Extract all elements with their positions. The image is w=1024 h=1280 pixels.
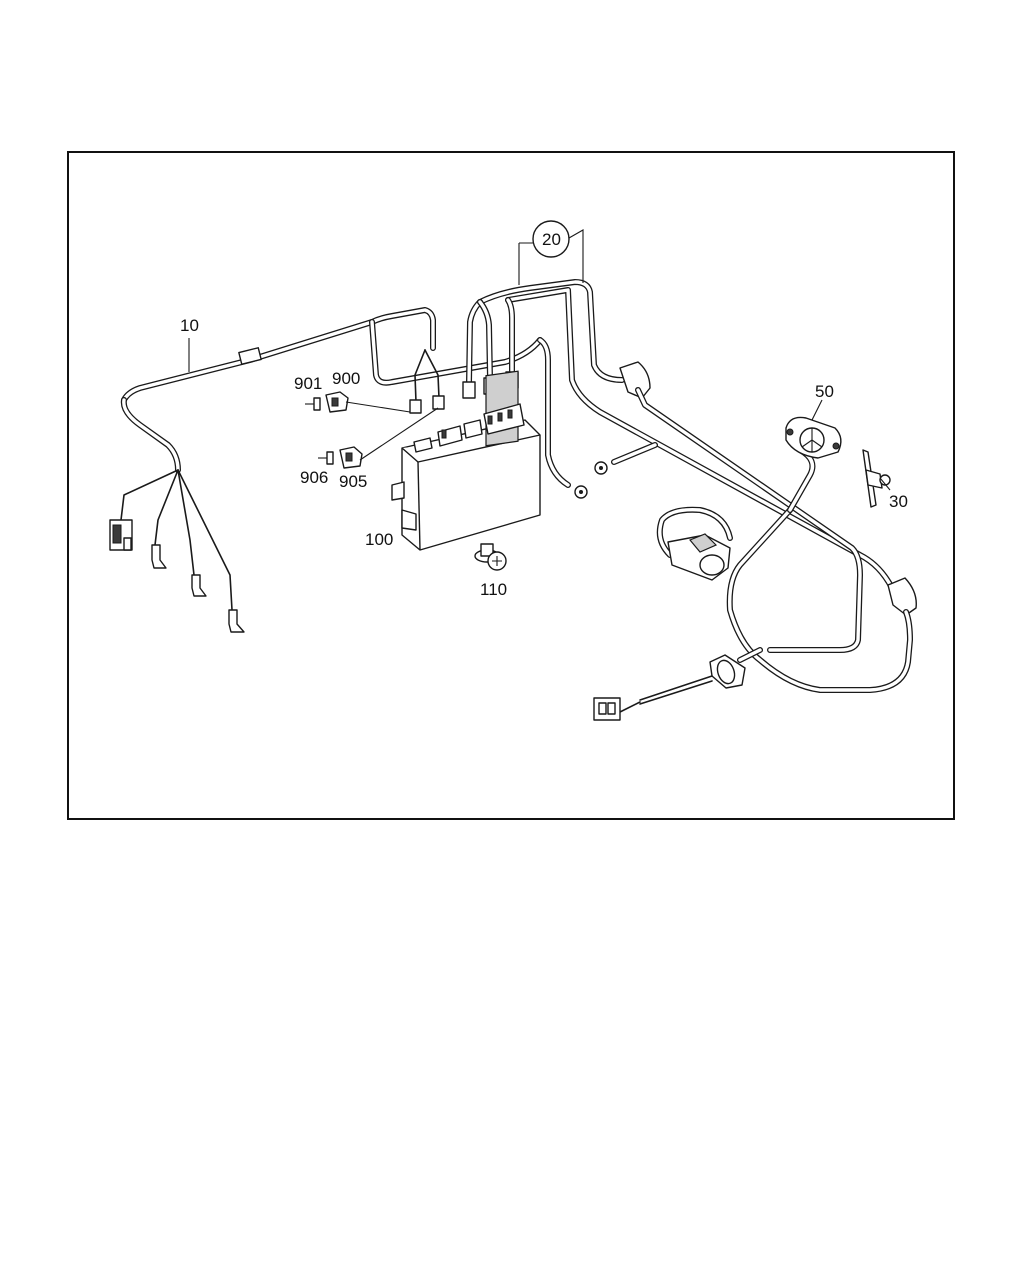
terminal-900[interactable] (325, 391, 349, 413)
pin-906[interactable] (318, 451, 334, 465)
callout-labels: 10 20 30 50 100 110 900 901 905 906 (180, 220, 908, 599)
callout-30: 30 (889, 492, 908, 511)
callout-900: 900 (332, 369, 360, 388)
callout-905: 905 (339, 472, 367, 491)
callout-110: 110 (480, 580, 507, 599)
wiring-harness-20[interactable] (462, 279, 917, 693)
callout-10: 10 (180, 316, 199, 335)
terminal-905[interactable] (339, 446, 363, 469)
sensor-connector-loop[interactable] (656, 506, 733, 581)
callout-901: 901 (294, 374, 322, 393)
fastener-30[interactable] (862, 449, 891, 508)
lower-cable-plug[interactable] (593, 647, 763, 721)
callout-100: 100 (365, 530, 393, 549)
callout-20-circle (532, 220, 570, 258)
control-module-100[interactable] (391, 370, 541, 551)
emblem-sensor-50[interactable] (785, 416, 842, 459)
leader-lines (188, 229, 891, 491)
callout-50: 50 (815, 382, 834, 401)
callout-906: 906 (300, 468, 328, 487)
callout-20: 20 (542, 230, 561, 249)
bolt-110[interactable] (474, 543, 507, 571)
pin-901[interactable] (305, 397, 321, 411)
wiring-harness-10[interactable] (109, 307, 543, 633)
